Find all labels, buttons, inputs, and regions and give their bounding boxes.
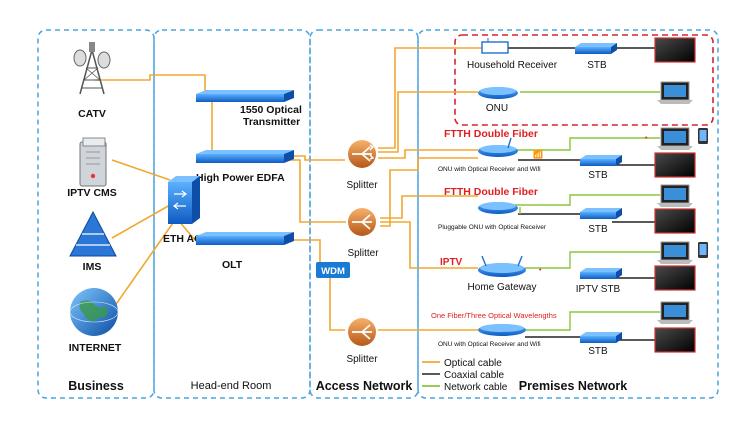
stb-4-label: STB [588,346,608,357]
legend-optical-label: Optical cable [444,358,502,369]
splitter-3-icon [348,318,376,346]
transmitter-label-1: 1550 Optical [240,104,302,116]
wifi-signal-1-icon: 📶 [533,149,543,159]
splitter-1-label: Splitter [346,180,378,191]
pluggable-onu-label: Pluggable ONU with Optical Receiver [438,224,547,231]
transmitter-label-2: Transmitter [243,116,300,128]
stb-4-icon [580,332,622,343]
stb-2-icon [580,155,622,166]
laptop-3-icon [657,184,693,207]
onu-wifi-1-icon [478,137,518,157]
section-access-title: Access Network [316,379,413,393]
pyramid-icon [69,210,117,257]
section-headend-title: Head-end Room [191,380,272,392]
wifi-signal-3-icon: • [539,267,542,274]
wdm-label: WDM [321,266,345,277]
phone-1-icon [698,128,708,144]
iptv-stb-icon [580,268,622,279]
iptv-red-label: IPTV [440,257,463,268]
splitter-1-icon [348,140,376,168]
onu-label: ONU [486,103,508,114]
optical-transmitter-icon [196,90,294,102]
olt-label: OLT [222,259,243,271]
edfa-icon [196,150,294,163]
splitter-3-label: Splitter [346,354,378,365]
tv-3-icon [654,208,696,234]
panel-access [309,29,419,399]
legend-network-label: Network cable [444,382,508,393]
splitter-2-icon [348,208,376,236]
legend-coaxial-label: Coaxial cable [444,370,504,381]
splitter-2-label: Splitter [347,248,379,259]
wifi-signal-2-icon: • [645,135,648,142]
wdm-box: WDM [316,262,350,278]
laptop-1-icon [657,81,693,104]
tv-2-icon [654,152,696,178]
panel-premises [417,29,719,399]
iptv-cms-label: IPTV CMS [67,187,117,199]
red-highlight-box [454,34,714,126]
onu-wifi-2-label: ONU with Optical Receiver and Wifi [438,341,541,348]
household-receiver-label: Household Receiver [467,60,558,71]
tv-1-icon [654,37,696,63]
stb-1-label: STB [587,60,607,71]
home-gateway-icon [478,255,526,277]
globe-icon [69,288,119,336]
phone-2-icon [698,242,708,258]
one-fiber-label: One Fiber/Three Optical Wavelengths [431,311,557,320]
server-icon [79,137,107,187]
section-business-title: Business [68,379,124,393]
stb-2-label: STB [588,170,608,181]
tv-4-icon [654,265,696,291]
laptop-5-icon [657,301,693,324]
section-premises-title: Premises Network [519,379,627,393]
onu-wifi-1-label: ONU with Optical Receiver and Wifi [438,166,541,173]
ims-label: IMS [83,261,102,273]
onu-1-icon [478,87,518,99]
household-receiver-icon [481,38,509,54]
eth-agg-switch-icon [168,176,200,224]
stb-1-icon [575,43,617,54]
iptv-stb-label: IPTV STB [576,284,621,295]
olt-icon [196,232,294,245]
tv-5-icon [654,327,696,353]
laptop-2-icon [657,127,693,150]
internet-label: INTERNET [69,342,122,354]
network-cables [510,91,660,331]
onu-wifi-2-icon [478,324,526,336]
legend: Optical cable Coaxial cable Network cabl… [422,358,508,393]
coaxial-cables [508,47,660,341]
stb-3-label: STB [588,224,608,235]
ftth-label-2: FTTH Double Fiber [444,186,538,198]
optical-cables [95,47,482,331]
home-gateway-label: Home Gateway [468,282,537,293]
catv-tower-icon [73,42,111,95]
edfa-label: High Power EDFA [196,172,285,184]
pluggable-onu-icon [478,202,518,214]
laptop-4-icon [657,241,693,264]
ftth-label-1: FTTH Double Fiber [444,128,538,140]
catv-label: CATV [78,108,106,120]
stb-3-icon [580,208,622,219]
